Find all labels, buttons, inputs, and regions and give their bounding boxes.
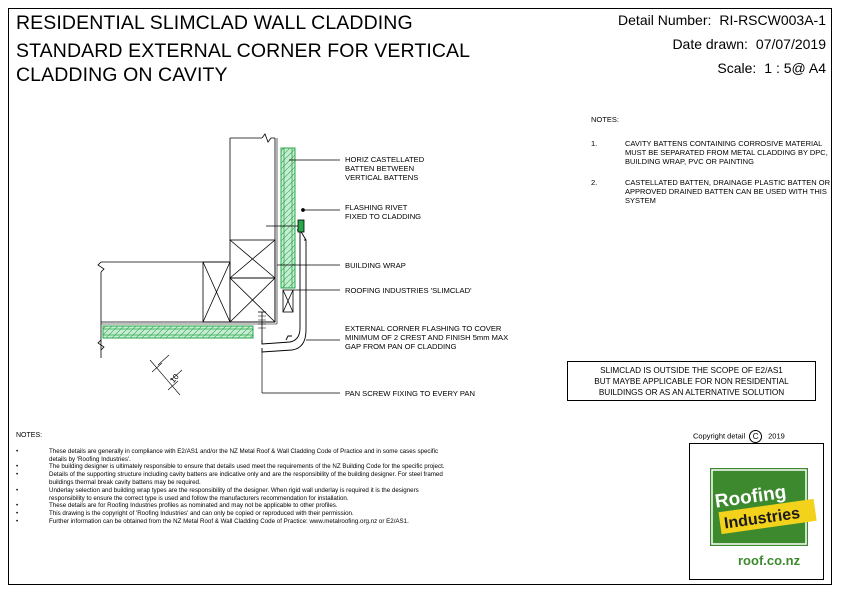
title-line-3: CLADDING ON CAVITY [16, 64, 228, 86]
callout-line: VERTICAL BATTENS [345, 173, 419, 182]
bullet: • [16, 517, 19, 525]
building-wrap [101, 138, 278, 325]
bullet: • [16, 486, 19, 494]
general-notes: NOTES: • These details are generally in c… [16, 432, 456, 526]
scope-line: BUILDINGS OR AS AN ALTERNATIVE SOLUTION [598, 388, 785, 397]
general-note-text: The building designer is ultimately resp… [49, 463, 445, 471]
callout-corner-flashing: EXTERNAL CORNER FLASHING TO COVER MINIMU… [345, 324, 508, 351]
callout-pan-screw: PAN SCREW FIXING TO EVERY PAN [345, 389, 475, 398]
callout-line: HORIZ CASTELLATED [345, 155, 425, 164]
timber-framing [97, 133, 294, 358]
general-note-text: These details are generally in complianc… [49, 447, 439, 463]
logo-url: roof.co.nz [738, 553, 801, 568]
copyright-label: Copyright detail [693, 431, 746, 441]
callout-flashing-rivet: FLASHING RIVET FIXED TO CLADDING [345, 203, 421, 221]
note-number: 1. [591, 139, 598, 148]
bullet: • [16, 463, 19, 471]
dimension-10 [149, 354, 183, 396]
callout-line: BATTEN BETWEEN [345, 164, 415, 173]
general-note-text: Details of the supporting structure incl… [49, 471, 443, 486]
vertical-cladding [280, 147, 296, 289]
callout-horiz-batten: HORIZ CASTELLATED BATTEN BETWEEN VERTICA… [345, 155, 424, 182]
note-number: 2. [591, 178, 598, 187]
roofing-industries-logo: Roofing Industries roof.co.nz [710, 468, 817, 568]
general-note-item: • Details of the supporting structure inc… [16, 471, 456, 487]
scale-label: Scale: [717, 60, 757, 76]
callout-line: FLASHING RIVET [345, 203, 408, 212]
bullet: • [16, 510, 19, 518]
fixings [258, 219, 305, 344]
logo-yellow-band [718, 498, 817, 535]
callout-line: FIXED TO CLADDING [345, 212, 422, 221]
note-text: CASTELLATED BATTEN, DRAINAGE PLASTIC BAT… [625, 178, 831, 205]
general-note-item: • Further information can be obtained fro… [16, 518, 456, 526]
general-note-text: Further information can be obtained from… [49, 517, 409, 525]
bullet: • [16, 471, 19, 479]
bullet: • [16, 447, 19, 455]
horizontal-cladding [102, 325, 254, 339]
callout-line: GAP FROM PAN OF CLADDING [345, 342, 457, 351]
scope-notice: SLIMCLAD IS OUTSIDE THE SCOPE OF E2/AS1 … [567, 361, 816, 401]
note-item-2: 2. CASTELLATED BATTEN, DRAINAGE PLASTIC … [591, 178, 831, 208]
logo-panel: Roofing Industries roof.co.nz [689, 443, 824, 580]
notes-top-heading: NOTES: [591, 115, 619, 124]
scale: Scale: 1 : 5@ A4 [717, 60, 826, 76]
date-drawn-label: Date drawn: [672, 36, 748, 52]
callout-line: MINIMUM OF 2 CREST AND FINISH 5mm MAX [345, 333, 509, 342]
callout-building-wrap: BUILDING WRAP [345, 261, 406, 270]
corner-flashing [261, 229, 307, 353]
scale-value: 1 : 5@ A4 [764, 60, 826, 76]
detail-number-label: Detail Number: [618, 12, 712, 28]
date-drawn: Date drawn: 07/07/2019 [672, 36, 826, 52]
date-drawn-value: 07/07/2019 [755, 36, 826, 52]
general-note-item: • The building designer is ultimately res… [16, 463, 456, 471]
copyright-year: 2019 [768, 431, 785, 441]
note-text: CAVITY BATTENS CONTAINING CORROSIVE MATE… [625, 139, 828, 166]
callout-slimclad: ROOFING INDUSTRIES 'SLIMCLAD' [345, 286, 472, 295]
title-line-2: STANDARD EXTERNAL CORNER FOR VERTICAL [16, 40, 471, 62]
general-note-text: These details are for Roofing Industries… [49, 502, 338, 510]
general-note-item: • These details are generally in complian… [16, 448, 456, 464]
detail-number: Detail Number: RI-RSCW003A-1 [618, 12, 826, 28]
general-note-text: Underlay selection and building wrap typ… [49, 486, 419, 502]
leader-lines [261, 159, 340, 394]
callout-line: EXTERNAL CORNER FLASHING TO COVER [345, 324, 502, 333]
note-item-1: 1. CAVITY BATTENS CONTAINING CORROSIVE M… [591, 139, 831, 179]
general-note-item: • Underlay selection and building wrap ty… [16, 487, 456, 503]
drawing-border [8, 8, 832, 585]
detail-number-value: RI-RSCW003A-1 [719, 12, 826, 28]
general-note-item: • This drawing is the copyright of 'Roofi… [16, 510, 456, 518]
bullet: • [16, 502, 19, 510]
title-line-1: RESIDENTIAL SLIMCLAD WALL CLADDING [16, 12, 413, 34]
general-note-item: • These details are for Roofing Industrie… [16, 502, 456, 510]
copyright-icon: C [749, 430, 763, 443]
general-note-text: This drawing is the copyright of 'Roofin… [49, 510, 354, 518]
scope-line: BUT MAYBE APPLICABLE FOR NON RESIDENTIAL [594, 377, 789, 386]
general-notes-heading: NOTES: [16, 432, 43, 439]
scope-line: SLIMCLAD IS OUTSIDE THE SCOPE OF E2/AS1 [600, 366, 783, 375]
